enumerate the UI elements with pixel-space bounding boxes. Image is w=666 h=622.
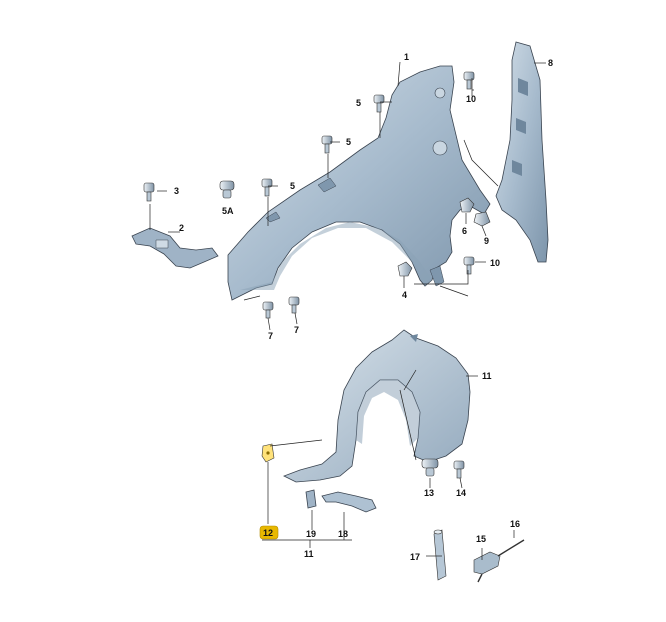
- highlight-badge-12: [259, 525, 279, 540]
- callout-14: 14: [456, 488, 466, 498]
- tool-17-tube: [433, 529, 447, 581]
- wheel-housing-liner-part: [283, 329, 471, 483]
- callout-5-mid: 5: [346, 137, 351, 147]
- fender-part: [227, 65, 491, 301]
- callout-9: 9: [484, 236, 489, 246]
- callout-19: 19: [306, 529, 316, 539]
- bolt-5-top: [373, 94, 385, 113]
- callout-5-left: 5: [290, 181, 295, 191]
- callout-11-bottom: 11: [304, 549, 314, 559]
- trim-strip-part: [321, 491, 377, 513]
- leader-lines: [149, 61, 546, 560]
- callout-labels: 1 2 3 4 5 5 5 5A 6 7 7 8 9 10 10 11 11 1…: [174, 52, 553, 562]
- clip-part-12: [261, 443, 275, 463]
- callout-17: 17: [410, 552, 420, 562]
- callout-15: 15: [476, 534, 486, 544]
- callout-2: 2: [179, 223, 184, 233]
- callout-8: 8: [548, 58, 553, 68]
- bolt-5-left: [261, 178, 273, 197]
- callout-18: 18: [338, 529, 348, 539]
- callout-11-right: 11: [482, 371, 492, 381]
- bolt-10-bottom: [463, 256, 475, 275]
- bracket-part: [131, 227, 219, 269]
- bolt-7-left: [262, 301, 274, 319]
- bolt-7-right: [288, 296, 300, 314]
- callout-3: 3: [174, 186, 179, 196]
- callout-6: 6: [462, 226, 467, 236]
- callout-10-top: 10: [466, 94, 476, 104]
- bolt-10-top: [463, 71, 475, 90]
- nut-6: [459, 197, 475, 213]
- callout-7-left: 7: [268, 331, 273, 341]
- bolt-5a-nut: [219, 180, 235, 199]
- bolt-5-mid: [321, 135, 333, 154]
- callout-1: 1: [404, 52, 409, 62]
- nut-4: [397, 261, 413, 277]
- callout-5-top: 5: [356, 98, 361, 108]
- spacer-part: [305, 489, 317, 509]
- clip-9: [473, 211, 491, 227]
- expanding-nut-13: [421, 458, 439, 477]
- tool-15-16-gun: [473, 539, 525, 583]
- callout-5A: 5A: [222, 206, 234, 216]
- sealing-strip-part: [495, 41, 549, 263]
- callout-13: 13: [424, 488, 434, 498]
- callout-10-bottom: 10: [490, 258, 500, 268]
- callout-7-right: 7: [294, 325, 299, 335]
- bolt-3: [143, 182, 155, 202]
- callout-16: 16: [510, 519, 520, 529]
- callout-12: 12: [263, 528, 273, 538]
- callout-4: 4: [402, 290, 407, 300]
- screw-14: [453, 460, 465, 479]
